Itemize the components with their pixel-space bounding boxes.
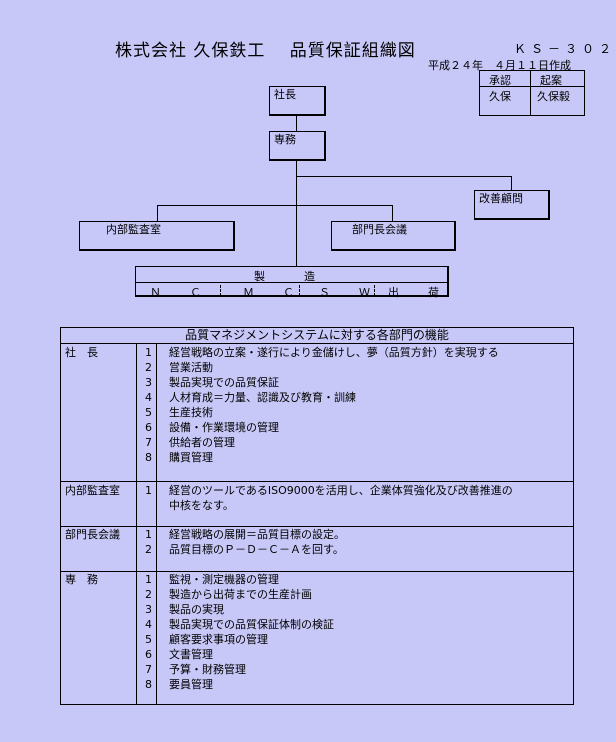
row-divider [61, 481, 573, 482]
org-label: 内部監査室 [106, 223, 161, 236]
function-item: 顧客要求事項の管理 [169, 633, 268, 646]
function-item: 経営戦略の展開＝品質目標の設定。 [169, 528, 345, 541]
document-number: ＫＳ－３０２ [514, 42, 616, 56]
function-item: 製品実現での品質保証体制の検証 [169, 618, 334, 631]
connector-line [296, 160, 297, 267]
function-item: 中核をなす。 [169, 499, 234, 512]
manufacturing-label: 製 造 [254, 270, 329, 283]
function-item: 文書管理 [169, 648, 213, 661]
function-item: 営業活動 [169, 361, 213, 374]
connector-line [296, 115, 297, 132]
approval-table: 承認 起案 久保 久保毅 [479, 70, 585, 116]
connector-line [157, 205, 158, 222]
connector-line [511, 176, 512, 191]
item-number: 2 [145, 588, 152, 601]
item-number: 6 [145, 648, 152, 661]
org-label: 社長 [274, 88, 296, 101]
org-box-internal-audit: 内部監査室 [79, 221, 235, 251]
section-sw: Ｓ Ｗ [319, 286, 379, 299]
function-item: 予算・財務管理 [169, 663, 246, 676]
org-label: 専務 [274, 133, 296, 146]
creation-date: 平成２４年 ４月１１日作成 [428, 59, 571, 72]
item-number: 3 [145, 376, 152, 389]
section-mc: Ｍ Ｃ [243, 286, 303, 299]
section-shipping: 出 荷 [388, 286, 448, 299]
approve-header: 承認 [489, 74, 511, 87]
item-number: 1 [145, 484, 152, 497]
column-divider [136, 344, 137, 705]
item-number: 8 [145, 678, 152, 691]
item-number: 8 [145, 451, 152, 464]
function-item: 人材育成＝力量、認識及び教育・訓練 [169, 391, 356, 404]
item-number: 5 [145, 633, 152, 646]
org-box-executive: 専務 [269, 131, 326, 161]
function-item: 経営戦略の立案・遂行により金儲けし、夢（品質方針）を実現する [169, 346, 499, 359]
function-item: 製品実現での品質保証 [169, 376, 279, 389]
connector-line [157, 205, 393, 206]
role-executive: 専 務 [65, 573, 98, 586]
org-label: 改善顧問 [479, 192, 523, 205]
item-number: 7 [145, 436, 152, 449]
function-item: 生産技術 [169, 406, 213, 419]
function-item: 供給者の管理 [169, 436, 235, 449]
drafter-name: 久保毅 [537, 90, 570, 103]
item-number: 1 [145, 573, 152, 586]
column-divider [156, 344, 157, 705]
org-box-manufacturing: 製 造 Ｎ Ｃ Ｍ Ｃ Ｓ Ｗ 出 荷 [135, 266, 449, 299]
row-divider [61, 526, 573, 527]
item-number: 1 [145, 528, 152, 541]
function-item: 設備・作業環境の管理 [169, 421, 279, 434]
role-president: 社 長 [65, 346, 98, 359]
item-number: 4 [145, 391, 152, 404]
connector-line [296, 176, 512, 177]
org-box-dept-meeting: 部門長会議 [331, 221, 456, 251]
document-title: 株式会社 久保鉄工 品質保証組織図 [115, 41, 416, 61]
row-divider [61, 571, 573, 572]
approver-name: 久保 [489, 90, 511, 103]
function-item: 経営のツールであるISO9000を活用し、企業体質強化及び改善推進の [169, 484, 513, 497]
function-item: 監視・測定機器の管理 [169, 573, 279, 586]
item-number: 5 [145, 406, 152, 419]
table-heading: 品質マネジメントシステムに対する各部門の機能 [61, 328, 573, 344]
item-number: 2 [145, 543, 152, 556]
connector-line [392, 205, 393, 222]
functions-table: 品質マネジメントシステムに対する各部門の機能 社 長 1 経営戦略の立案・遂行に… [60, 327, 574, 705]
item-number: 6 [145, 421, 152, 434]
item-number: 7 [145, 663, 152, 676]
function-item: 購買管理 [169, 451, 213, 464]
role-internal-audit: 内部監査室 [65, 484, 120, 497]
role-dept-meeting: 部門長会議 [65, 528, 120, 541]
section-nc: Ｎ Ｃ [150, 286, 210, 299]
item-number: 4 [145, 618, 152, 631]
org-box-president: 社長 [269, 86, 326, 116]
function-item: 製造から出荷までの生産計画 [169, 588, 312, 601]
function-item: 要員管理 [169, 678, 213, 691]
function-item: 製品の実現 [169, 603, 224, 616]
item-number: 3 [145, 603, 152, 616]
org-box-improvement-advisor: 改善顧問 [474, 190, 550, 220]
item-number: 1 [145, 346, 152, 359]
draft-header: 起案 [540, 74, 562, 87]
function-item: 品質目標のＰ－Ｄ－Ｃ－Ａを回す。 [169, 543, 344, 556]
org-label: 部門長会議 [352, 223, 407, 236]
item-number: 2 [145, 361, 152, 374]
